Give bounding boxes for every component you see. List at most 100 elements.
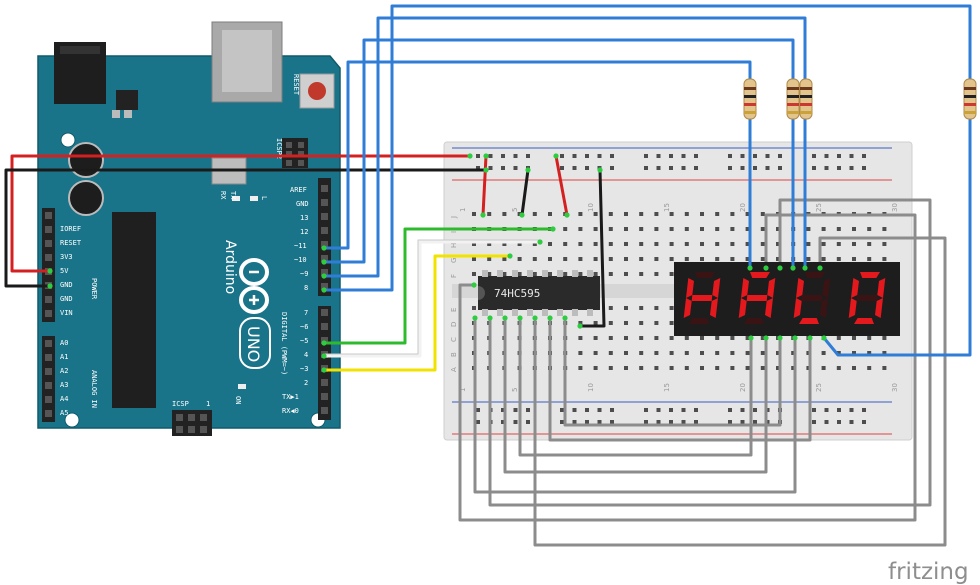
segment [686, 278, 694, 298]
header-pin [321, 185, 328, 192]
connection-dot [747, 265, 753, 271]
connection-dot [777, 265, 783, 271]
terminal-hole [593, 366, 598, 370]
rail-hole [513, 408, 518, 412]
terminal-hole [472, 257, 476, 261]
arduino-wordmark: Arduino [222, 240, 238, 294]
terminal-hole [760, 336, 765, 340]
terminal-hole [745, 351, 750, 355]
reset-button-cap[interactable] [308, 82, 326, 100]
capacitor [68, 142, 104, 178]
l-label: L [260, 196, 268, 200]
col-num: 25 [815, 203, 823, 212]
chip-label: 74HC595 [494, 287, 540, 300]
header-pin [45, 226, 52, 233]
rail-hole [740, 408, 745, 412]
header-pin [45, 340, 52, 347]
terminal-hole [852, 336, 856, 340]
pin-label: ~10 [294, 256, 307, 264]
terminal-hole [791, 351, 796, 355]
icsp2-label: ICSP2 [275, 138, 283, 159]
terminal-hole [700, 212, 704, 216]
terminal-hole [472, 242, 476, 246]
terminal-hole [624, 321, 628, 325]
connection-dot [547, 315, 553, 321]
rail-hole [526, 420, 530, 424]
header-pin [321, 309, 328, 316]
chip-pin [572, 270, 578, 277]
terminal-hole [578, 272, 583, 276]
pin-label: ~11 [294, 242, 307, 250]
rail-hole [526, 154, 530, 158]
rail-hole [488, 154, 493, 158]
icsp2-pin [286, 151, 292, 157]
pin-label: AREF [290, 186, 307, 194]
header-pin [45, 212, 52, 219]
header-pin [45, 382, 52, 389]
header-pin [45, 254, 52, 261]
rail-hole [753, 408, 757, 412]
terminal-hole [639, 227, 644, 231]
icsp2-pin [286, 142, 292, 148]
terminal-hole [730, 366, 735, 370]
terminal-hole [700, 351, 704, 355]
terminal-hole [730, 227, 735, 231]
row-letters: J I H G F E D C B A [450, 216, 458, 372]
terminal-hole [654, 272, 659, 276]
terminal-hole [715, 351, 720, 355]
rail-hole [476, 166, 480, 170]
connection-dot [564, 212, 570, 218]
terminal-hole [472, 272, 476, 276]
pin-label: A3 [60, 381, 68, 389]
chip-pin [527, 270, 533, 277]
connection-dot [532, 315, 538, 321]
terminal-hole [700, 227, 704, 231]
terminal-hole [517, 272, 522, 276]
connection-dot [483, 153, 489, 159]
terminal-hole [715, 336, 720, 340]
chip-pin [557, 270, 563, 277]
terminal-hole [730, 257, 735, 261]
seven-segment-display [674, 262, 900, 336]
rail-hole [513, 420, 518, 424]
shift-register-chip: 74HC595 [478, 270, 600, 316]
terminal-hole [760, 227, 765, 231]
terminal-hole [608, 336, 613, 340]
chip-pin [482, 270, 488, 277]
terminal-hole [821, 366, 826, 370]
rail-hole [753, 166, 757, 170]
segment [712, 278, 721, 298]
rail-hole [560, 166, 564, 170]
terminal-hole [836, 242, 841, 246]
terminal-hole [624, 366, 628, 370]
segment [860, 272, 880, 278]
digital-label: DIGITAL (PWM=~) [280, 312, 288, 375]
col-num: 20 [739, 383, 747, 392]
rail-hole [560, 408, 564, 412]
segment [877, 278, 886, 298]
terminal-hole [487, 212, 492, 216]
terminal-hole [624, 351, 628, 355]
analog-header [42, 336, 55, 422]
icsp2-pin [298, 160, 304, 166]
terminal-hole [715, 242, 720, 246]
col-num: 5 [511, 388, 519, 392]
pin-label: A4 [60, 395, 68, 403]
terminal-hole [639, 336, 644, 340]
connection-dot [597, 167, 603, 173]
analog-pin-labels: A0 A1 A2 A3 A4 A5 [60, 339, 68, 417]
pin-label: A2 [60, 367, 68, 375]
connection-dot [483, 167, 489, 173]
row-letter: C [450, 337, 458, 342]
icsp2-pin [286, 160, 292, 166]
rail-hole [862, 408, 866, 412]
terminal-hole [624, 336, 628, 340]
terminal-hole [836, 336, 841, 340]
pin-label: A1 [60, 353, 68, 361]
connection-points [47, 153, 827, 373]
terminal-hole [715, 257, 720, 261]
terminal-hole [563, 227, 568, 231]
segment [820, 298, 828, 318]
terminal-hole [624, 212, 628, 216]
